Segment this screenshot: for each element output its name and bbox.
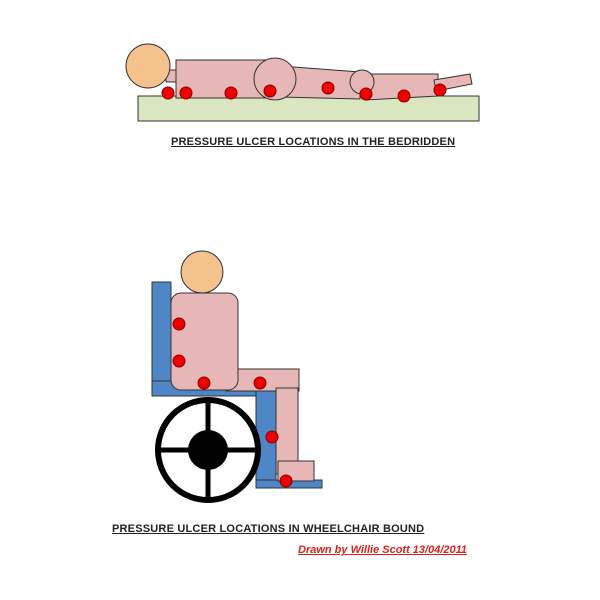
- ulcer-dot: [179, 86, 193, 100]
- mattress: [137, 95, 480, 122]
- seated-head: [180, 250, 224, 294]
- ulcer-dot: [279, 474, 293, 488]
- lying-head: [125, 43, 171, 89]
- ulcer-dot: [321, 81, 335, 95]
- ulcer-dot: [253, 376, 267, 390]
- bedridden-caption: PRESSURE ULCER LOCATIONS IN THE BEDRIDDE…: [171, 136, 456, 148]
- wheelchair-wheel: [155, 397, 261, 503]
- ulcer-dot: [161, 86, 175, 100]
- ulcer-dot: [359, 87, 373, 101]
- wheelchair-figure: [151, 250, 323, 503]
- ulcer-dot: [172, 354, 186, 368]
- bedridden-figure: [125, 43, 480, 122]
- ulcer-dot: [224, 86, 238, 100]
- ulcer-dot: [265, 430, 279, 444]
- author-credit: Drawn by Willie Scott 13/04/2011: [298, 544, 468, 556]
- ulcer-dot: [397, 89, 411, 103]
- ulcer-dot: [433, 83, 447, 97]
- wheelchair-caption: PRESSURE ULCER LOCATIONS IN WHEELCHAIR B…: [112, 523, 425, 535]
- seated-torso: [170, 292, 239, 391]
- ulcer-dot: [172, 317, 186, 331]
- ulcer-dot: [263, 84, 277, 98]
- chair-backrest: [151, 281, 172, 383]
- ulcer-dot: [197, 376, 211, 390]
